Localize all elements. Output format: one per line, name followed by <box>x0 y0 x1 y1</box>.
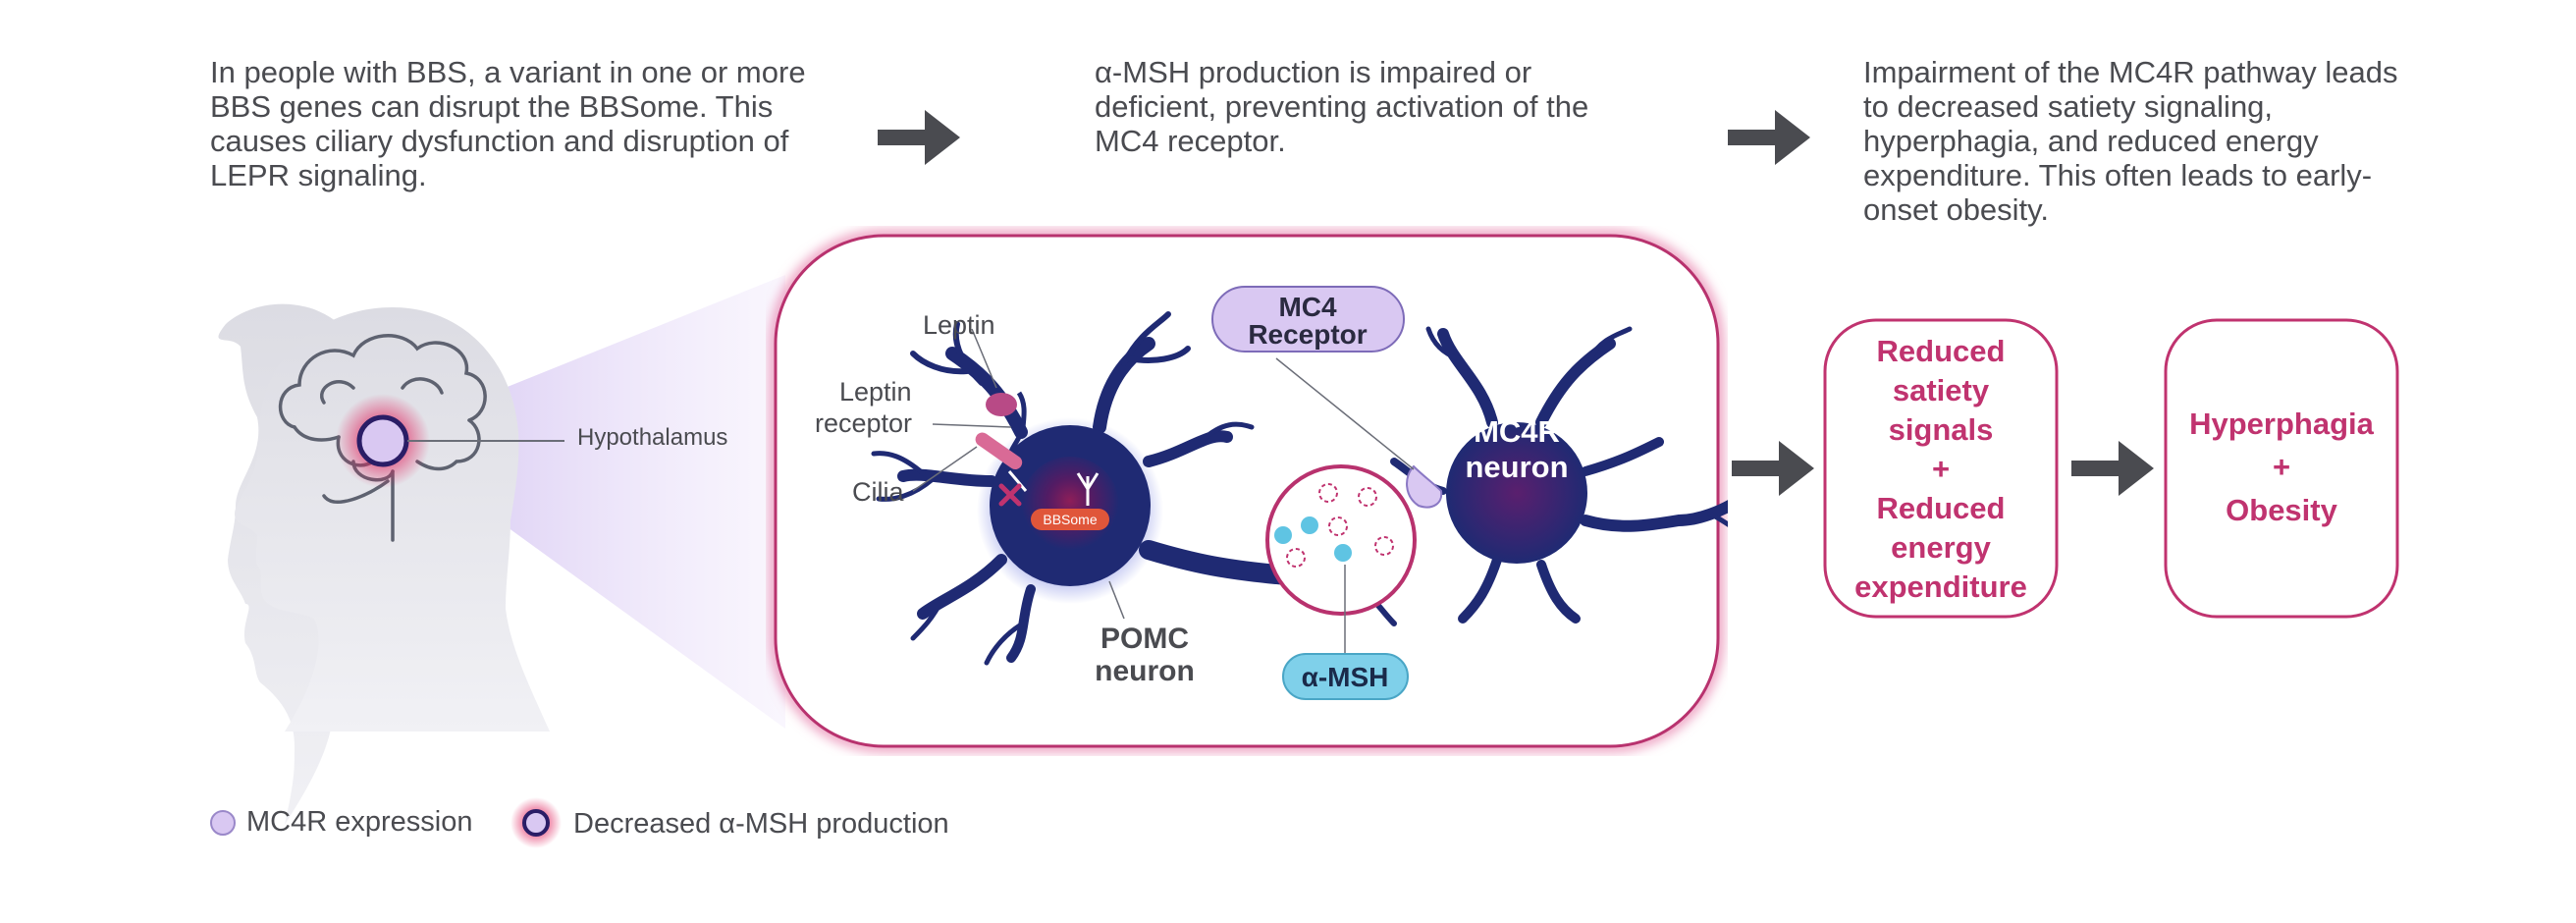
mc4r-neuron <box>1390 326 1728 624</box>
mc4-receptor-bubble <box>1211 286 1405 353</box>
arrow-right-icon <box>1732 441 1814 496</box>
outcome-box-1: Reduced satiety signals + Reduced energy… <box>1822 332 2060 607</box>
legend-mc4r-expression: MC4R expression <box>246 806 473 838</box>
outcome-1-line-1: Reduced <box>1876 334 2006 368</box>
bbsome-label: BBSome <box>1043 512 1097 527</box>
empty-vesicles <box>1286 483 1394 568</box>
mc4r-neuron-label-1: MC4R <box>1474 414 1560 449</box>
outcome-1-line-2: satiety <box>1892 373 1990 407</box>
alpha-msh-molecules <box>1274 516 1352 562</box>
outcome-box-1-frame <box>1823 318 2059 619</box>
outcome-1-line-6: energy <box>1891 530 1991 565</box>
hypothalamus-marker <box>356 414 409 467</box>
bbsome-pill <box>1031 509 1109 530</box>
zoom-cone <box>383 275 785 729</box>
outcome-2-line-2: + <box>2272 450 2291 484</box>
outcome-2-line-3: Obesity <box>2226 493 2337 527</box>
arrow-right-icon <box>2071 441 2154 496</box>
leptin-receptor-label-1: Leptin <box>839 377 912 407</box>
mc4-receptor-shape <box>1406 464 1443 509</box>
outcome-1-line-3: signals <box>1888 412 1994 447</box>
outcome-1-line-7: expenditure <box>1854 570 2027 604</box>
legend-decreased-msh: Decreased α-MSH production <box>573 808 949 840</box>
synapse-circle <box>1265 464 1417 616</box>
step2-caption: α-MSH production is impaired or deficien… <box>1095 55 1589 158</box>
leptin-receptor-label-2: receptor <box>815 408 912 438</box>
mc4r-neuron-label-2: neuron <box>1465 450 1568 484</box>
mc4-receptor-label-1: MC4 <box>1278 292 1337 322</box>
cilia-label: Cilia <box>852 477 904 507</box>
alpha-msh-bubble <box>1282 653 1409 700</box>
mc4r-expression-swatch <box>210 810 236 836</box>
blocked-icon <box>998 483 1022 507</box>
outcome-1-line-4: + <box>1931 452 1951 486</box>
leptin-molecule <box>986 393 1017 416</box>
panel-frame <box>774 234 1720 748</box>
arrow-right-icon <box>1728 110 1810 165</box>
pomc-label-1: POMC <box>1100 623 1189 655</box>
zoom-panel: BBSome MC4R neuron <box>771 231 1728 751</box>
mc4-receptor-label-2: Receptor <box>1248 319 1367 350</box>
decreased-msh-swatch <box>510 797 562 848</box>
step3-caption: Impairment of the MC4R pathway leads to … <box>1863 55 2398 227</box>
outcome-box-2-frame <box>2164 318 2399 619</box>
step1-caption: In people with BBS, a variant in one or … <box>210 55 806 192</box>
outcome-box-2: Hyperphagia + Obesity <box>2163 403 2400 532</box>
outcome-1-line-5: Reduced <box>1876 491 2006 525</box>
leptin-label: Leptin <box>923 310 995 340</box>
pomc-label-2: neuron <box>1095 655 1195 687</box>
cilia <box>975 432 1023 470</box>
alpha-msh-label: α-MSH <box>1302 662 1389 692</box>
hypothalamus-label: Hypothalamus <box>577 424 728 451</box>
mc4r-soma <box>1446 422 1587 564</box>
arrow-right-icon <box>878 110 960 165</box>
outcome-2-line-1: Hyperphagia <box>2189 407 2374 441</box>
